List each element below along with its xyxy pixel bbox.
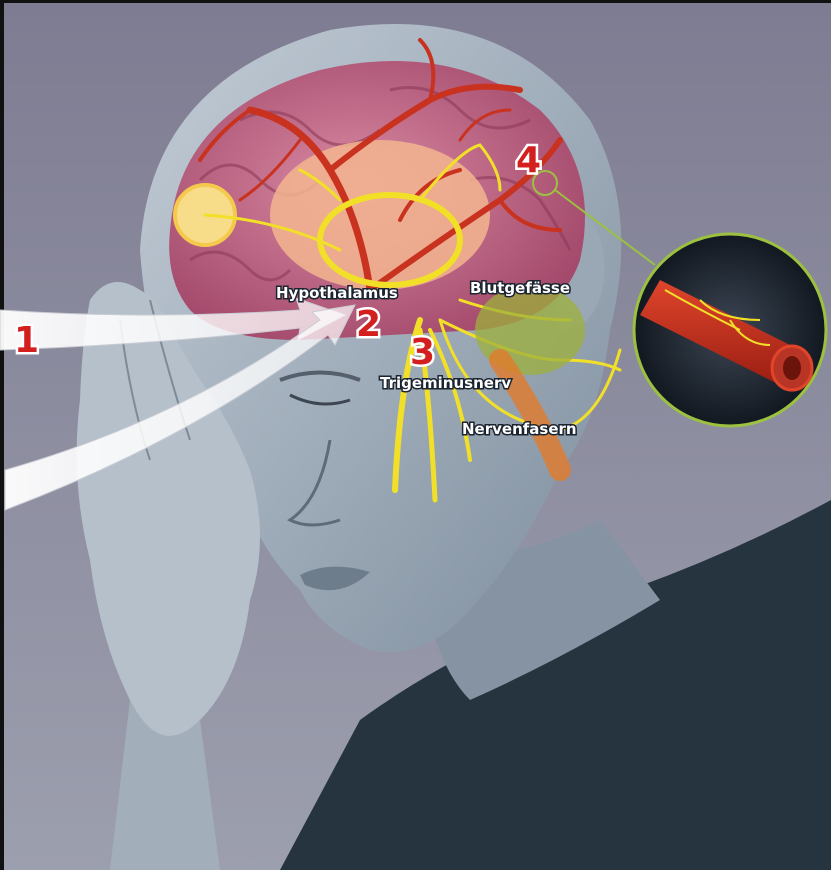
vessel-inset [634,234,826,426]
label-nerve-fibers: Nervenfasern [462,420,577,438]
top-frame [0,0,831,3]
inner-brain-region [270,140,490,290]
marker-2: 2 [356,304,381,345]
marker-1: 1 [14,320,39,361]
left-frame [0,0,4,870]
label-blood-vessels: Blutgefässe [470,279,570,297]
label-hypothalamus: Hypothalamus [276,284,398,302]
marker-4: 4 [516,140,541,181]
label-trigeminal-nerve: Trigeminusnerv [380,374,511,392]
marker-3: 3 [410,332,435,373]
